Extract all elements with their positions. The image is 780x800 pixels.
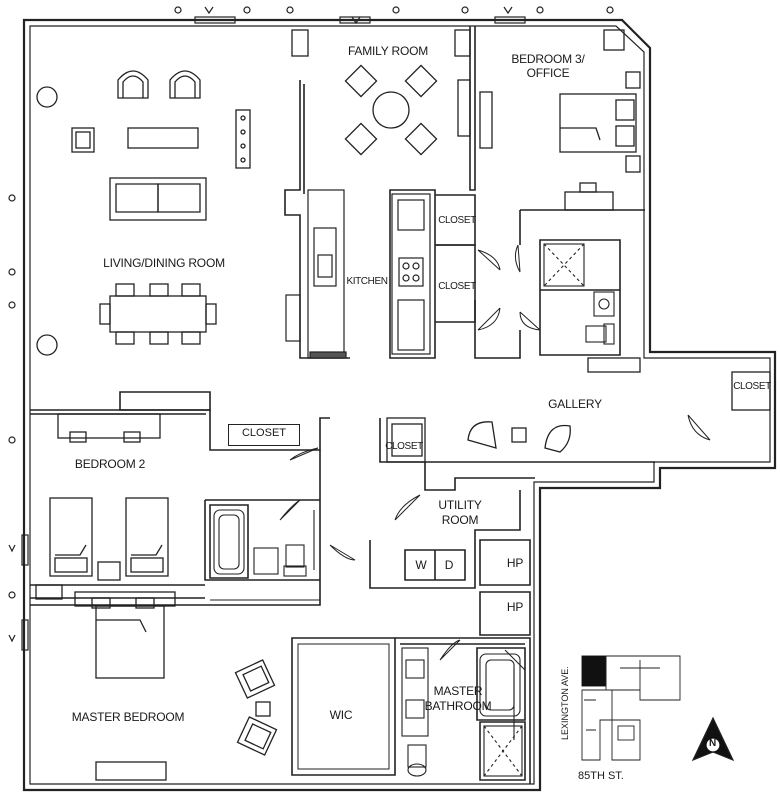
bed-icon: [125, 497, 169, 577]
exterior-walls: [22, 18, 777, 792]
master-bedroom-label: MASTER BEDROOM: [71, 710, 185, 724]
shower-icon: [543, 243, 585, 287]
avenue-label: LEXINGTON AVE.: [560, 666, 570, 740]
north-label: N: [709, 738, 717, 749]
bathtub-icon: [213, 509, 245, 575]
kitchen-fixtures: [285, 189, 431, 359]
hp-label-upper: HP: [506, 556, 524, 570]
gallery-label: GALLERY: [548, 397, 602, 411]
closet-label-lower: CLOSET: [438, 281, 476, 292]
bath3-fixtures: [543, 243, 615, 345]
closet-label-upper: CLOSET: [438, 215, 476, 226]
master-bath-label-line1: MASTER: [433, 684, 483, 698]
closet-label-bedroom2: CLOSET: [228, 424, 300, 446]
closet-label-gallery-east: CLOSET: [733, 381, 771, 392]
gallery-furniture: [386, 357, 771, 463]
family-room-label: FAMILY ROOM: [347, 44, 429, 58]
dryer-label: D: [444, 558, 454, 572]
closet-label-gallery-west: CLOSET: [385, 441, 423, 452]
armchair-icon: [236, 716, 278, 756]
door-swing-icon: [279, 244, 711, 671]
toilet-icon: [407, 744, 427, 768]
armchair-icon: [234, 659, 276, 699]
bathtub-icon: [479, 653, 521, 717]
living-furniture: [36, 70, 251, 356]
bedroom3-furniture: [479, 29, 641, 211]
bedroom3-label-line1: BEDROOM 3/: [511, 52, 585, 66]
utility-room-label-line2: ROOM: [441, 513, 479, 527]
master-bath-fixtures: [401, 647, 523, 777]
washer-label: W: [415, 558, 427, 572]
hp-label-lower: HP: [506, 600, 524, 614]
toilet-icon: [585, 325, 607, 343]
kitchen-label: KITCHEN: [346, 276, 388, 287]
master-bath-label-line2: BATHROOM: [424, 699, 492, 713]
bedroom2-furniture: [35, 413, 169, 600]
street-label: 85TH ST.: [578, 770, 624, 782]
master-bedroom-furniture: [74, 591, 278, 781]
sink-icon: [253, 547, 279, 575]
dining-table-icon: [109, 295, 207, 333]
shower-icon: [483, 725, 523, 777]
stove-icon: [398, 257, 424, 287]
sink-icon: [593, 291, 615, 317]
window-markers: [8, 6, 614, 651]
family-room-furniture: [291, 29, 471, 156]
bed-icon: [559, 93, 637, 153]
bedroom2-label: BEDROOM 2: [74, 457, 146, 471]
bed-icon: [95, 605, 165, 679]
key-plan-icon: [581, 655, 681, 761]
toilet-icon: [285, 544, 305, 568]
utility-room-label-line1: UTILITY: [438, 498, 482, 512]
north-arrow-icon: [691, 716, 735, 762]
sofa-icon: [109, 177, 207, 221]
bed-icon: [49, 497, 93, 577]
sink-icon: [317, 254, 333, 278]
bedroom3-label-line2: OFFICE: [526, 66, 570, 80]
bath2-fixtures: [210, 509, 320, 601]
living-dining-label: LIVING/DINING ROOM: [103, 256, 225, 270]
wic-label: WIC: [329, 708, 353, 722]
